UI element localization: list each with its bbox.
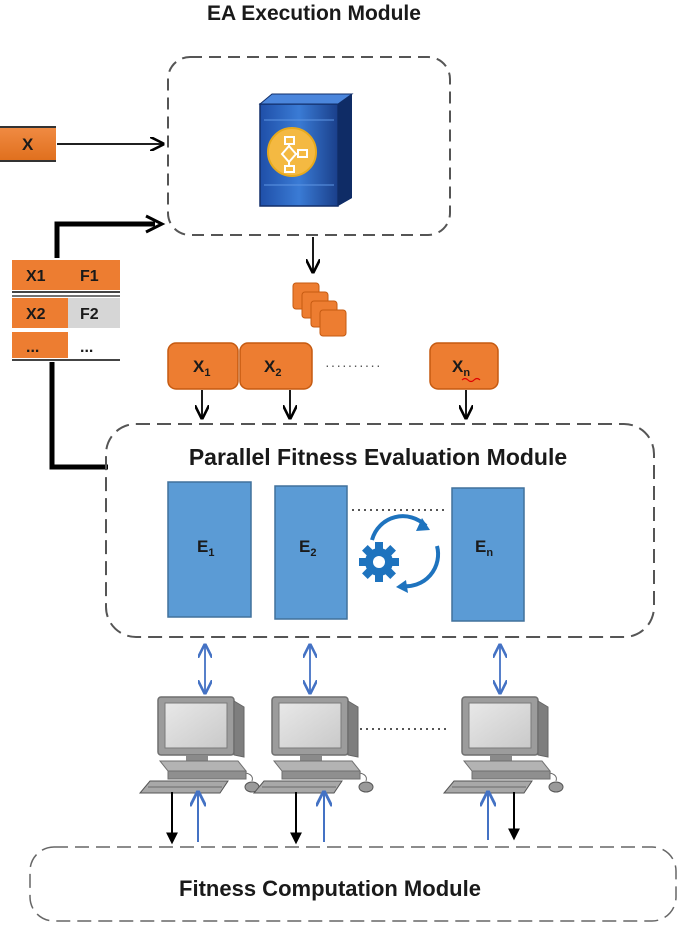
individual-x2-label: X2 <box>264 357 281 379</box>
individual-x1-label: X1 <box>193 357 210 379</box>
server-icon <box>258 93 354 207</box>
evaluator-e1: E1 <box>167 481 252 618</box>
computer-icon <box>253 696 374 794</box>
evaluator-en-label: En <box>475 537 493 559</box>
individual-x1: X1 <box>167 342 239 390</box>
table-cell-f-ellipsis: ... <box>80 339 93 356</box>
fitness-computation-module-title: Fitness Computation Module <box>179 876 481 901</box>
stacked-squares-icon <box>292 282 347 337</box>
input-x-box: X <box>0 126 56 162</box>
fitness-computation-module-frame <box>29 846 677 922</box>
individual-xn: Xn <box>429 342 499 390</box>
parallel-eval-module-frame <box>105 423 655 638</box>
results-return-line <box>49 362 108 470</box>
table-cell-x2: X2 <box>26 306 46 323</box>
fitness-feedback-arrow <box>54 221 155 258</box>
computer-icon <box>443 696 564 794</box>
table-cell-x-ellipsis: ... <box>26 339 39 356</box>
table-cell-f2: F2 <box>80 306 99 323</box>
ea-module-title: EA Execution Module <box>207 2 421 25</box>
population-fitness-table: X1 F1 X2 F2 ... ... <box>12 260 120 361</box>
evaluator-en: En <box>451 487 525 622</box>
gear-cycle-icon <box>359 514 441 593</box>
fitness-feedback-arrowhead <box>145 214 166 234</box>
parallel-eval-module-title: Parallel Fitness Evaluation Module <box>189 444 567 470</box>
evaluator-e2: E2 <box>274 485 348 620</box>
computer-icon <box>139 696 260 794</box>
individuals-ellipsis: ·········· <box>325 357 382 373</box>
table-cell-f1: F1 <box>80 268 99 285</box>
individual-xn-label: Xn <box>452 357 470 379</box>
ea-module-frame <box>167 56 451 236</box>
table-cell-x1: X1 <box>26 268 46 285</box>
individual-x2: X2 <box>239 342 313 390</box>
evaluator-e2-label: E2 <box>299 537 316 559</box>
evaluator-e1-label: E1 <box>197 537 214 559</box>
input-x-label: X <box>22 135 34 154</box>
